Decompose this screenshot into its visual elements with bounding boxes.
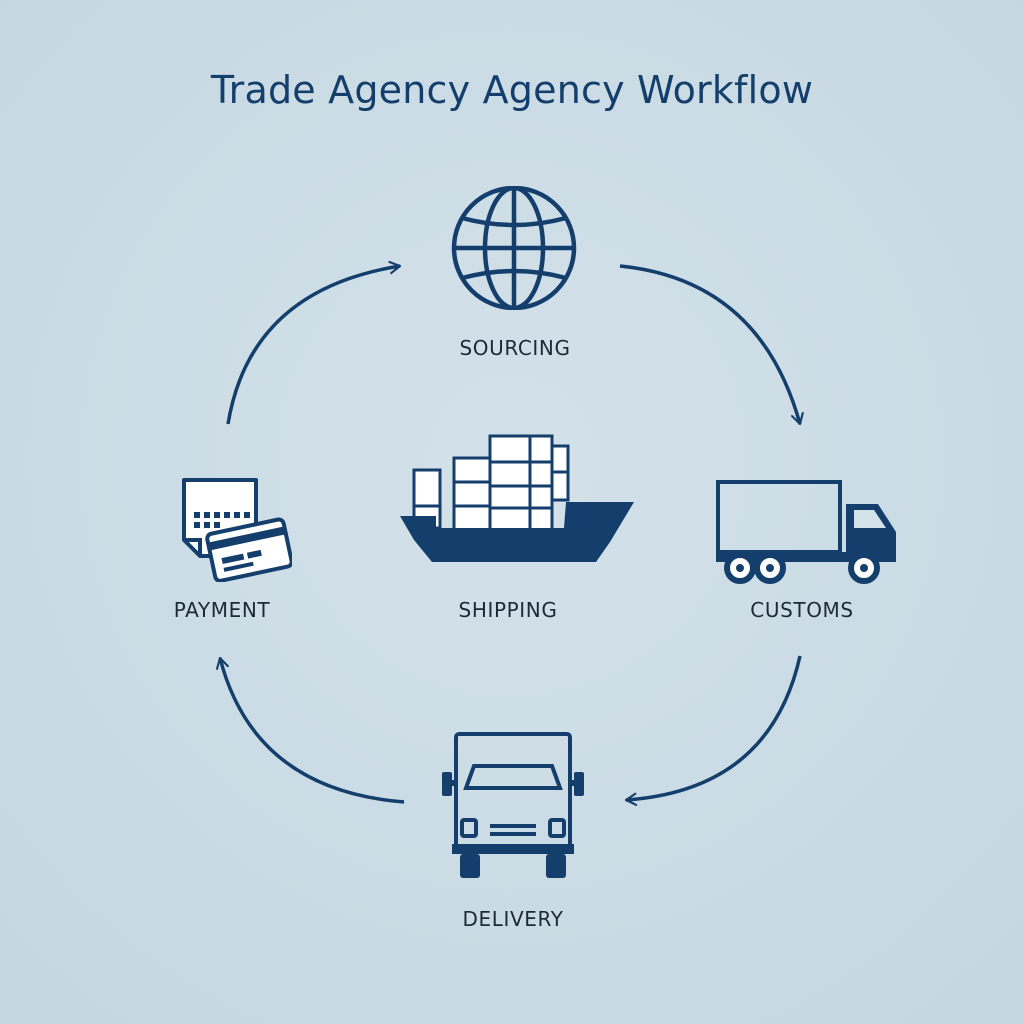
truck-front-icon: [442, 732, 584, 878]
step-label-shipping: SHIPPING: [458, 598, 558, 622]
diagram-title: Trade Agency Agency Workflow: [210, 68, 814, 112]
step-label-sourcing: SOURCING: [459, 336, 571, 360]
globe-icon: [451, 186, 577, 310]
arrow-sourcing-to-customs: [619, 264, 804, 426]
cargo-ship-icon: [400, 434, 634, 562]
credit-card-invoice-icon: [182, 478, 292, 582]
arrow-delivery-to-payment: [215, 656, 405, 804]
arrow-payment-to-sourcing: [226, 260, 402, 425]
step-label-delivery: DELIVERY: [462, 907, 564, 931]
step-label-payment: PAYMENT: [173, 598, 271, 622]
step-label-customs: CUSTOMS: [750, 598, 854, 622]
truck-side-icon: [716, 480, 896, 584]
arrow-customs-to-delivery: [624, 655, 802, 806]
